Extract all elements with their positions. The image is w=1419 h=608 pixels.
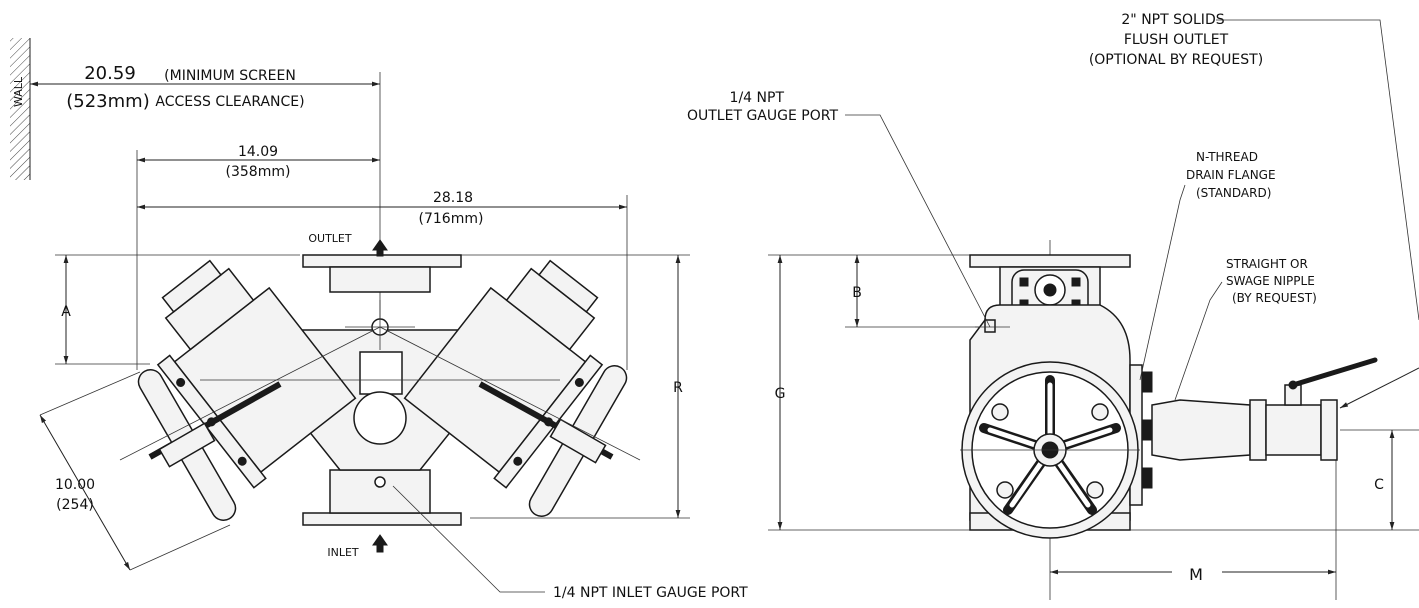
right-valve-view [960,254,1378,539]
nipple-leader [1174,281,1223,401]
outlet-gauge-port-line1: 1/4 NPT [730,90,785,106]
outlet-arrow [372,239,388,257]
dim-line-10-00 [39,414,131,571]
nipple-line2: SWAGE NIPPLE [1226,274,1315,288]
dim-b: B [852,285,862,301]
dim-a: A [61,304,71,320]
ball-valve-pointer [1339,367,1419,409]
solids-leader [1216,19,1419,321]
dim-r: R [673,380,683,396]
solids-line2: FLUSH OUTLET [1124,32,1229,48]
nthread-line2: DRAIN FLANGE [1186,168,1276,182]
outlet-label: OUTLET [308,232,352,245]
outlet-gauge-leader [845,114,991,328]
solids-line1: 2" NPT SOLIDS [1121,12,1224,28]
inlet-label: INLET [327,546,359,559]
ball-valve-body [1249,399,1267,461]
nthread-line1: N-THREAD [1196,150,1258,164]
dim-523mm: (523mm) [66,91,149,112]
right-dimensions: B G C M [768,240,1419,600]
left-valve-view: OUTLET INLET 1/4 NPT INLET GAUGE PORT [119,232,748,601]
outlet-flange [302,254,462,268]
nipple-line3: (BY REQUEST) [1232,291,1317,305]
min-screen-line1: (MINIMUM SCREEN [164,68,296,84]
left-dimensions: 20.59 (523mm) (MINIMUM SCREEN ACCESS CLE… [30,63,690,571]
dim-28-18: 28.18 [433,190,473,206]
wall-hatching [10,38,30,180]
solids-line3: (OPTIONAL BY REQUEST) [1089,52,1263,68]
dim-g: G [775,386,786,402]
nthread-line3: (STANDARD) [1196,186,1271,200]
dim-358mm: (358mm) [226,164,291,180]
dim-254: (254) [56,497,94,513]
dim-14-09: 14.09 [238,144,278,160]
dim-c: C [1374,477,1384,493]
inlet-gauge-port-label: 1/4 NPT INLET GAUGE PORT [553,585,748,601]
right-callouts: 1/4 NPT OUTLET GAUGE PORT 2" NPT SOLIDS … [687,12,1419,409]
wall: WALL [10,38,31,180]
dim-m: M [1189,565,1203,584]
nthread-leader [1139,184,1186,381]
dim-716mm: (716mm) [419,211,484,227]
outlet-gauge-port-line2: OUTLET GAUGE PORT [687,108,838,124]
inlet-port-circle [353,391,407,445]
inlet-gauge-leader [392,485,545,593]
nipple [1151,399,1251,461]
dim-20-59: 20.59 [84,63,136,84]
inlet-arrow [372,534,388,553]
top-flange [969,254,1131,268]
nipple-line1: STRAIGHT OR [1226,257,1308,271]
ball-valve-handle [1290,357,1378,388]
inlet-flange [302,512,462,526]
dim-10-00: 10.00 [55,477,95,493]
min-screen-line2: ACCESS CLEARANCE) [155,94,304,110]
wall-label: WALL [12,76,25,107]
